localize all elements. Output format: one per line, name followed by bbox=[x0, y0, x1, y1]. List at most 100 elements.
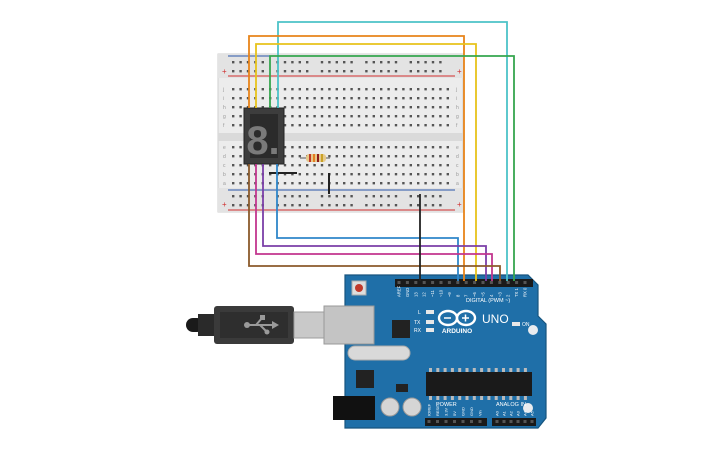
terminal-hole[interactable] bbox=[380, 97, 383, 100]
terminal-hole[interactable] bbox=[313, 146, 316, 149]
terminal-hole[interactable] bbox=[372, 173, 375, 176]
rail-hole[interactable] bbox=[431, 61, 435, 64]
rail-hole[interactable] bbox=[232, 61, 235, 64]
terminal-hole[interactable] bbox=[424, 115, 427, 118]
terminal-hole[interactable] bbox=[446, 155, 449, 158]
terminal-hole[interactable] bbox=[424, 106, 427, 109]
terminal-hole[interactable] bbox=[402, 146, 405, 149]
terminal-hole[interactable] bbox=[431, 173, 435, 176]
terminal-hole[interactable] bbox=[409, 106, 412, 109]
terminal-hole[interactable] bbox=[387, 97, 390, 100]
terminal-hole[interactable] bbox=[394, 124, 398, 127]
terminal-hole[interactable] bbox=[283, 173, 287, 176]
rail-hole[interactable] bbox=[298, 195, 301, 198]
terminal-hole[interactable] bbox=[298, 164, 301, 167]
terminal-hole[interactable] bbox=[439, 173, 442, 176]
header-pin[interactable] bbox=[523, 420, 527, 423]
terminal-hole[interactable] bbox=[387, 164, 390, 167]
header-pin[interactable] bbox=[523, 281, 527, 284]
rail-hole[interactable] bbox=[431, 195, 435, 198]
rail-hole[interactable] bbox=[372, 204, 375, 207]
rail-hole[interactable] bbox=[394, 195, 398, 198]
rail-hole[interactable] bbox=[283, 204, 287, 207]
rail-hole[interactable] bbox=[291, 70, 294, 73]
terminal-hole[interactable] bbox=[232, 115, 235, 118]
terminal-hole[interactable] bbox=[343, 115, 346, 118]
terminal-hole[interactable] bbox=[424, 182, 427, 185]
terminal-hole[interactable] bbox=[232, 173, 235, 176]
rail-hole[interactable] bbox=[298, 70, 301, 73]
rail-hole[interactable] bbox=[409, 70, 412, 73]
terminal-hole[interactable] bbox=[313, 164, 316, 167]
rail-hole[interactable] bbox=[343, 204, 346, 207]
digital-header[interactable] bbox=[395, 279, 533, 287]
terminal-hole[interactable] bbox=[431, 97, 435, 100]
terminal-hole[interactable] bbox=[335, 124, 338, 127]
terminal-hole[interactable] bbox=[424, 146, 427, 149]
rail-hole[interactable] bbox=[380, 195, 383, 198]
rail-hole[interactable] bbox=[439, 204, 442, 207]
terminal-hole[interactable] bbox=[298, 124, 301, 127]
rail-hole[interactable] bbox=[246, 70, 250, 73]
terminal-hole[interactable] bbox=[417, 124, 420, 127]
terminal-hole[interactable] bbox=[417, 88, 420, 91]
rail-hole[interactable] bbox=[380, 61, 383, 64]
rail-hole[interactable] bbox=[394, 61, 398, 64]
rail-hole[interactable] bbox=[365, 204, 368, 207]
terminal-hole[interactable] bbox=[298, 106, 301, 109]
rail-hole[interactable] bbox=[298, 204, 301, 207]
rail-hole[interactable] bbox=[306, 70, 309, 73]
terminal-hole[interactable] bbox=[439, 106, 442, 109]
terminal-hole[interactable] bbox=[298, 182, 301, 185]
terminal-hole[interactable] bbox=[298, 155, 301, 158]
terminal-hole[interactable] bbox=[246, 173, 250, 176]
terminal-hole[interactable] bbox=[380, 164, 383, 167]
reset-button-cap[interactable] bbox=[355, 284, 363, 292]
terminal-hole[interactable] bbox=[357, 155, 361, 158]
terminal-hole[interactable] bbox=[328, 115, 331, 118]
rail-hole[interactable] bbox=[387, 70, 390, 73]
terminal-hole[interactable] bbox=[313, 97, 316, 100]
terminal-hole[interactable] bbox=[283, 106, 287, 109]
rail-hole[interactable] bbox=[239, 195, 242, 198]
terminal-hole[interactable] bbox=[439, 155, 442, 158]
terminal-hole[interactable] bbox=[232, 97, 235, 100]
dc-power-jack[interactable] bbox=[333, 396, 375, 420]
rail-hole[interactable] bbox=[328, 70, 331, 73]
rail-hole[interactable] bbox=[343, 195, 346, 198]
terminal-hole[interactable] bbox=[246, 106, 250, 109]
terminal-hole[interactable] bbox=[387, 115, 390, 118]
rail-hole[interactable] bbox=[261, 61, 264, 64]
header-pin[interactable] bbox=[444, 420, 448, 423]
terminal-hole[interactable] bbox=[409, 155, 412, 158]
terminal-hole[interactable] bbox=[313, 106, 316, 109]
terminal-hole[interactable] bbox=[239, 97, 242, 100]
terminal-hole[interactable] bbox=[409, 182, 412, 185]
terminal-hole[interactable] bbox=[283, 115, 287, 118]
rail-hole[interactable] bbox=[380, 204, 383, 207]
terminal-hole[interactable] bbox=[424, 173, 427, 176]
terminal-hole[interactable] bbox=[380, 124, 383, 127]
terminal-hole[interactable] bbox=[350, 146, 353, 149]
header-pin[interactable] bbox=[427, 420, 431, 423]
rail-hole[interactable] bbox=[291, 195, 294, 198]
terminal-hole[interactable] bbox=[372, 155, 375, 158]
terminal-hole[interactable] bbox=[380, 88, 383, 91]
terminal-hole[interactable] bbox=[298, 88, 301, 91]
terminal-hole[interactable] bbox=[372, 97, 375, 100]
terminal-hole[interactable] bbox=[350, 97, 353, 100]
terminal-hole[interactable] bbox=[431, 106, 435, 109]
rail-hole[interactable] bbox=[306, 204, 309, 207]
terminal-hole[interactable] bbox=[320, 146, 324, 149]
rail-hole[interactable] bbox=[409, 204, 412, 207]
terminal-hole[interactable] bbox=[335, 173, 338, 176]
rail-hole[interactable] bbox=[394, 70, 398, 73]
header-pin[interactable] bbox=[447, 281, 451, 284]
rail-hole[interactable] bbox=[306, 61, 309, 64]
terminal-hole[interactable] bbox=[298, 146, 301, 149]
terminal-hole[interactable] bbox=[283, 146, 287, 149]
terminal-hole[interactable] bbox=[417, 182, 420, 185]
terminal-hole[interactable] bbox=[365, 88, 368, 91]
terminal-hole[interactable] bbox=[417, 146, 420, 149]
terminal-hole[interactable] bbox=[380, 182, 383, 185]
